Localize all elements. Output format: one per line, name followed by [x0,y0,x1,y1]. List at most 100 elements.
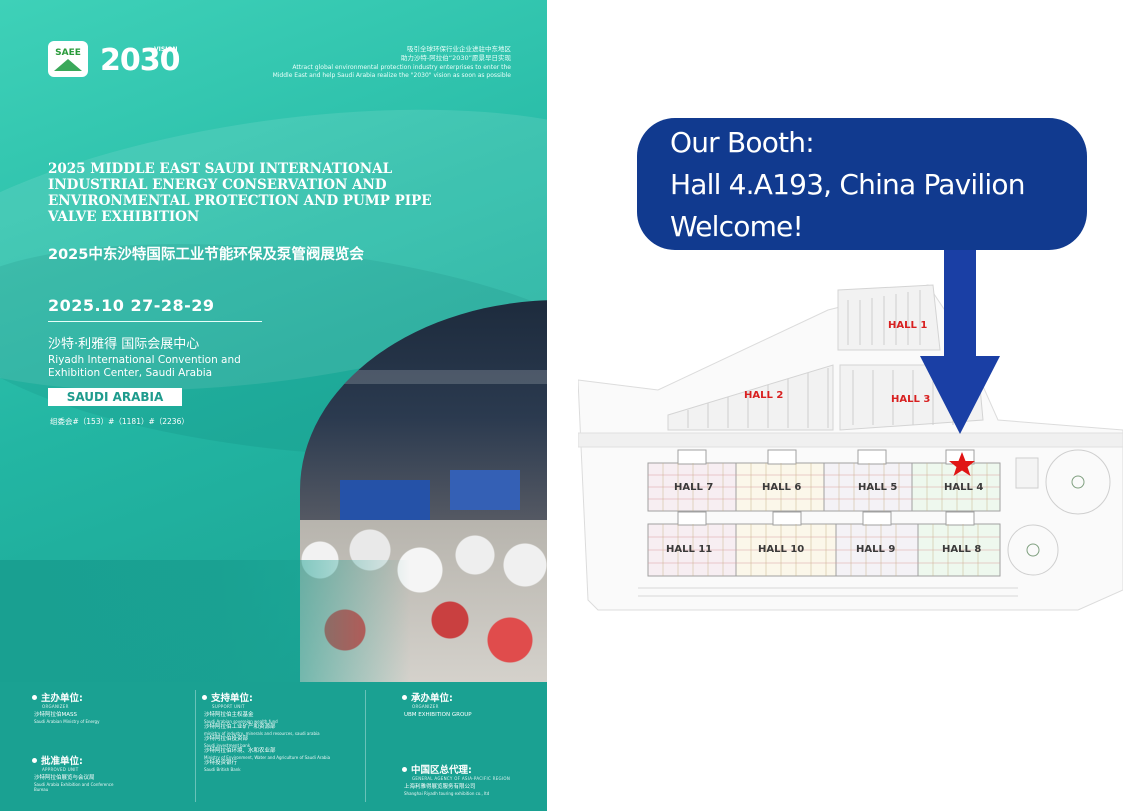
callout-line-1: Our Booth: [670,126,815,159]
bullet-icon [402,694,407,700]
support-block: 支持单位: SUPPORT UNIT 沙特阿拉伯主权基金 Saudi Arabi… [202,690,362,772]
venue-floor-map: HALL 1 HALL 2 HALL 3 HALL 7 HALL 6 HALL … [578,284,1123,611]
saee-logo-text: SAEE [55,47,81,58]
country-badge: SAUDI ARABIA [48,388,182,406]
tagline-en-2: Middle East and help Saudi Arabia realiz… [272,72,511,79]
support-item-cn: 沙特阿拉伯主权基金 [204,712,254,718]
hall-entrance [767,449,797,465]
support-sub: SUPPORT UNIT [212,704,245,709]
agency-heading: 中国区总代理: [411,765,472,776]
hall-entrance [862,511,892,526]
hall-labels: HALL 1 HALL 2 HALL 3 [744,320,930,405]
hall-1-label: HALL 1 [888,320,927,331]
hall-10-label: HALL 10 [758,544,804,555]
agency-sub: GENERAL AGENCY OF ASIA-PACIFIC REGION [412,776,511,781]
exhibition-title-en: 2025 MIDDLE EAST SAUDI INTERNATIONAL IND… [48,161,432,225]
hall-7-label: HALL 7 [674,482,713,493]
arrow-head [920,356,1000,434]
hall-9-label: HALL 9 [856,544,895,555]
organizer-code: 组委会#（153）#（1181）#（2236） [50,417,189,426]
exhibition-date: 2025.10 27-28-29 [48,296,215,315]
booth-screen [450,470,520,510]
agency-line: 上海利雅得展览服务有限公司 [404,784,476,790]
approved-heading: 批准单位: [41,756,83,767]
bullet-icon [202,694,207,700]
callout-line-2: Hall 4.A193, China Pavilion [670,168,1025,201]
tagline-cn-1: 吸引全球环保行业企业进驻中东地区 [407,45,511,53]
approved-line: Bureau [34,787,49,792]
roundabout [1007,524,1059,576]
parking [638,587,1018,597]
callout-line-3: Welcome! [670,210,804,243]
undertake-block: 承办单位: ORGANIZER UBM EXHIBITION GROUP [402,690,542,719]
organizer-line: Saudi Arabian Ministry of Energy [34,719,100,724]
saee-logo: SAEE [48,41,88,77]
roundabout-center [1071,475,1085,489]
bullet-icon [402,766,407,772]
mountain-icon [54,58,82,71]
hall-8-label: HALL 8 [942,544,981,555]
vision-2030-logo: 2030 [100,43,180,78]
hall-2-label: HALL 2 [744,390,783,401]
roundabout [1045,449,1111,515]
booth-callout: Our Booth: Hall 4.A193, China Pavilion W… [637,118,1087,250]
bullet-icon [32,757,37,763]
hall-entrance [677,511,707,526]
approved-block: 批准单位: APPROVED UNIT 沙特阿拉伯展览与会议局 Saudi Ar… [32,753,192,792]
red-star-icon [949,452,975,476]
support-item-en: ministry of industry, minerals and resou… [204,731,320,736]
hall-1-area [837,284,941,351]
hall-6-label: HALL 6 [762,482,801,493]
undertake-sub: ORGANIZER [412,704,439,709]
hall-labels: HALL 7 HALL 6 HALL 5 HALL 4 HALL 11 HALL… [666,482,983,555]
support-item-cn: 沙特投资银行 [204,760,238,766]
exhibition-poster: SAEE 2030 VISION 吸引全球环保行业企业进驻中东地区 助力沙特-阿… [0,0,547,811]
hall-5-label: HALL 5 [858,482,897,493]
hall-entrance [677,449,707,465]
support-item-en: Ministry of Environment, Water and Agric… [204,755,331,760]
venue-cn: 沙特·利雅得 国际会展中心 [48,337,200,352]
support-item-cn: 沙特阿拉伯投资部 [204,736,249,742]
footer-divider [365,690,366,802]
agency-block: 中国区总代理: GENERAL AGENCY OF ASIA-PACIFIC R… [402,762,542,796]
vision-label: VISION [154,46,178,53]
tagline-cn-2: 助力沙特-阿拉伯“2030”愿景早日实现 [400,54,511,62]
date-underline [48,321,262,322]
organizer-sub: ORGANIZER [42,704,69,709]
organizer-heading: 主办单位: [41,693,83,704]
support-item-cn: 沙特阿拉伯环境、水和农业部 [204,748,276,754]
undertake-heading: 承办单位: [411,693,453,704]
tagline-en-1: Attract global environmental protection … [292,64,511,71]
bullet-icon [32,694,37,700]
organizer-line: 沙特阿拉伯MASS [34,712,77,718]
arrow-down-icon [944,250,976,360]
exhibition-title-cn: 2025中东沙特国际工业节能环保及泵管阀展览会 [48,247,364,263]
support-item-en: Saudi investment bank [204,743,251,748]
ceiling-light [300,370,547,384]
photo-fade [0,560,547,690]
support-item-en: Saudi Arabian sovereign wealth fund [204,719,278,724]
poster-footer [0,682,547,811]
hall-3-label: HALL 3 [891,394,930,405]
organizer-block: 主办单位: ORGANIZER 沙特阿拉伯MASS Saudi Arabian … [32,690,192,724]
annex-building [1015,457,1039,489]
support-heading: 支持单位: [211,693,253,704]
roundabout-center [1026,543,1040,557]
hall-11-label: HALL 11 [666,544,712,555]
road [578,432,1123,448]
venue-en: Riyadh International Convention and Exhi… [48,354,241,379]
booth-grid [662,463,988,576]
support-item-en: Saudi British Bank [204,767,241,772]
undertake-line: UBM EXHIBITION GROUP [404,712,472,718]
footer-divider [195,690,196,802]
hall-entrance [857,449,887,465]
approved-line: 沙特阿拉伯展览与会议局 [34,775,95,781]
hall-entrance [772,511,802,526]
approved-sub: APPROVED UNIT [42,767,79,772]
hall-4-label: HALL 4 [944,482,983,493]
support-item-cn: 沙特阿拉伯工业矿产和资源部 [204,724,276,730]
hall-2-area [667,364,834,431]
booth-grid [648,474,1000,564]
hall-entrance [945,511,975,526]
approved-line: Saudi Arabia Exhibition and Conference [34,782,114,787]
